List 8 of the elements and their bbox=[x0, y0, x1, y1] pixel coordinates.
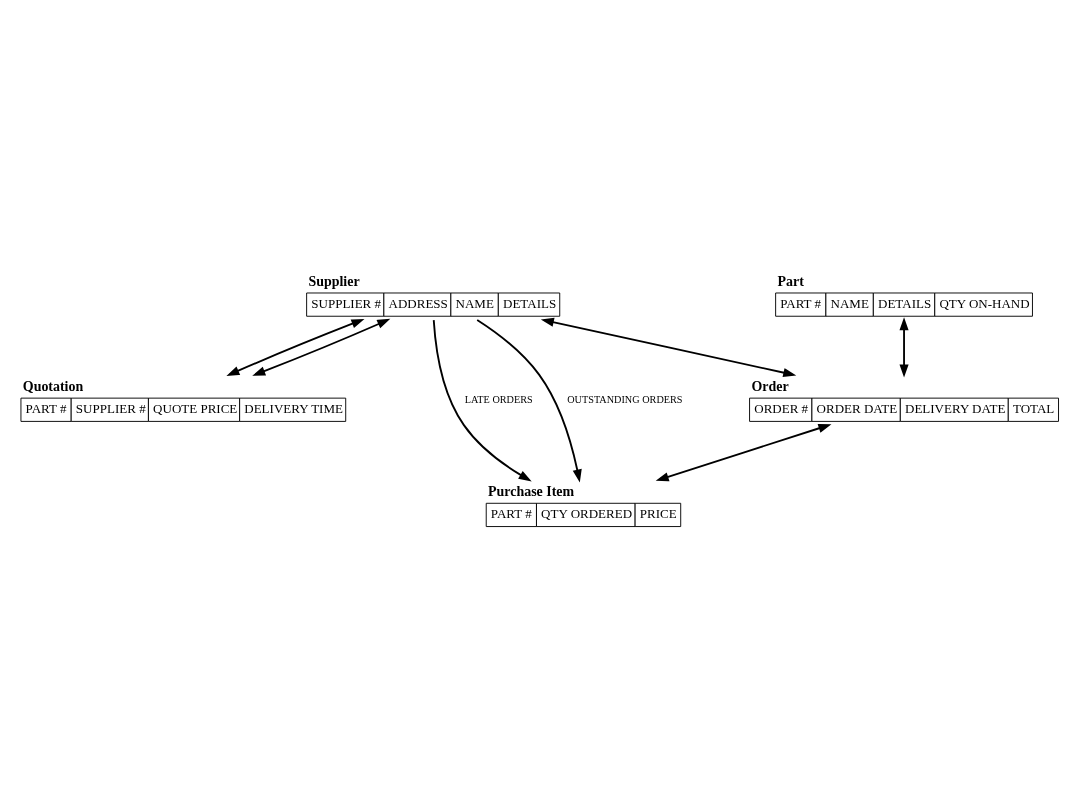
edge-label: OUTSTANDING ORDERS bbox=[567, 393, 683, 405]
node-text: PART # QTY ORDERED PRICE bbox=[490, 506, 677, 522]
edge-label: LATE ORDERS bbox=[464, 393, 533, 405]
node-label: Supplier bbox=[308, 273, 360, 289]
node-text: Order ORDER # ORDER DATE DELIVERY DATE TOTAL bbox=[751, 378, 1055, 417]
node-text: Quotation PART # SUPPLIER # QUOTE PRICE DELIVERY TIME bbox=[22, 378, 343, 417]
node-text: Part PART # NAME DETAILS QTY ON-HAND bbox=[777, 273, 1030, 312]
node-label: Purchase Item bbox=[488, 483, 575, 499]
